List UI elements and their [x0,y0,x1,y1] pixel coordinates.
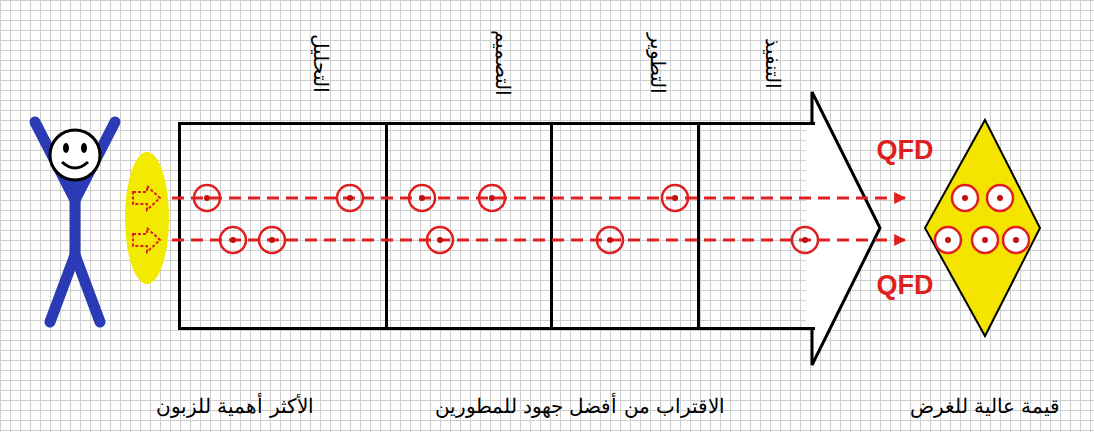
requirement-dot [997,195,1003,201]
customer-figure [35,122,115,322]
qfd-label: QFD [877,270,934,301]
qfd-label: QFD [877,135,934,166]
arrow-head [806,92,880,365]
requirement-dot [230,237,236,243]
phase-label: التنفيذ [761,38,785,89]
phase-section: التحليل [178,122,388,330]
phase-label: التصميم [491,30,515,96]
requirement-dot [945,237,951,243]
phase-label: التحليل [309,34,333,93]
requirement-circle [987,185,1013,211]
dashed-flow-line [172,198,905,240]
input-ellipse [133,186,160,210]
requirement-circle [935,227,961,253]
customer-figure [70,180,81,255]
customer-figure [81,143,87,153]
requirement-circle [479,185,505,211]
requirement-circle [220,227,246,253]
requirement-dot [672,195,678,201]
input-ellipse [133,228,160,252]
requirement-circle [259,227,285,253]
requirement-dot [419,195,425,201]
requirement-circle [792,227,818,253]
customer-figure [63,143,69,153]
customer-figure [50,130,100,180]
caption-text: الاقتراب من أفضل جهود للمطورين [435,394,725,418]
caption-text: الأكثر أهمية للزبون [156,394,314,418]
requirement-circle [662,185,688,211]
requirement-circle [194,185,220,211]
requirement-dot [437,237,443,243]
requirement-dot [802,237,808,243]
dashed-flow-line [172,197,905,200]
diamond [925,120,1040,336]
requirement-dot [489,195,495,201]
requirement-dot [269,237,275,243]
requirement-dot [1013,237,1019,243]
customer-figure [50,255,100,322]
requirement-dot [347,195,353,201]
requirement-dot [204,195,210,201]
phase-label: التطوير [646,33,670,94]
arrow-head [806,124,816,328]
requirement-circles [194,185,1029,253]
requirement-circle [952,185,978,211]
caption-text: قيمة عالية للغرض [910,394,1061,418]
requirement-dot [962,195,968,201]
phase-section: التصميم [385,122,553,330]
input-ellipse [125,152,169,284]
requirement-circle [1003,227,1029,253]
arrow-head [812,92,880,365]
requirement-dot [982,237,988,243]
requirement-dot [607,237,613,243]
input-ellipse [125,152,169,284]
phase-section: التنفيذ [697,122,815,330]
requirement-circle [337,185,363,211]
phase-section: التطوير [550,122,700,330]
requirement-circle [409,185,435,211]
requirement-circle [597,227,623,253]
dashed-flow-line [172,239,905,242]
diamond [925,120,1040,336]
requirement-circle [427,227,453,253]
customer-figure [62,162,88,168]
requirement-circle [972,227,998,253]
